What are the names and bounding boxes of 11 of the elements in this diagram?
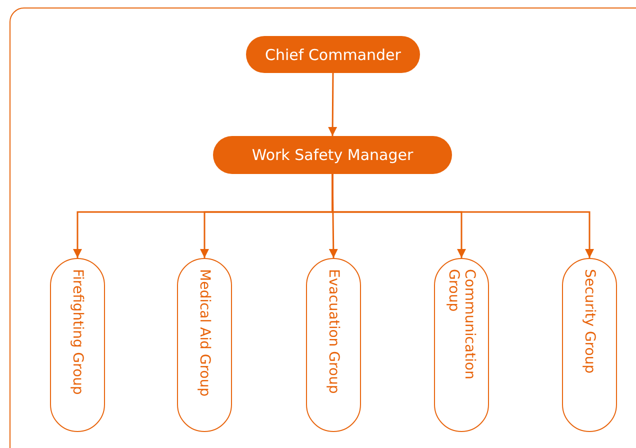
role-box	[213, 136, 452, 174]
node-label: Work Safety Manager	[252, 146, 414, 164]
node-label: Security Group	[581, 269, 598, 374]
node-label: Communication Group	[445, 269, 478, 382]
node-label: Evacuation Group	[325, 269, 342, 394]
arrow	[332, 174, 594, 258]
arrow	[328, 73, 338, 136]
node-label: Chief Commander	[265, 46, 401, 64]
node-label: Medical Aid Group	[196, 269, 213, 397]
node-label: Firefighting Group	[69, 269, 86, 395]
role-box	[246, 36, 420, 73]
